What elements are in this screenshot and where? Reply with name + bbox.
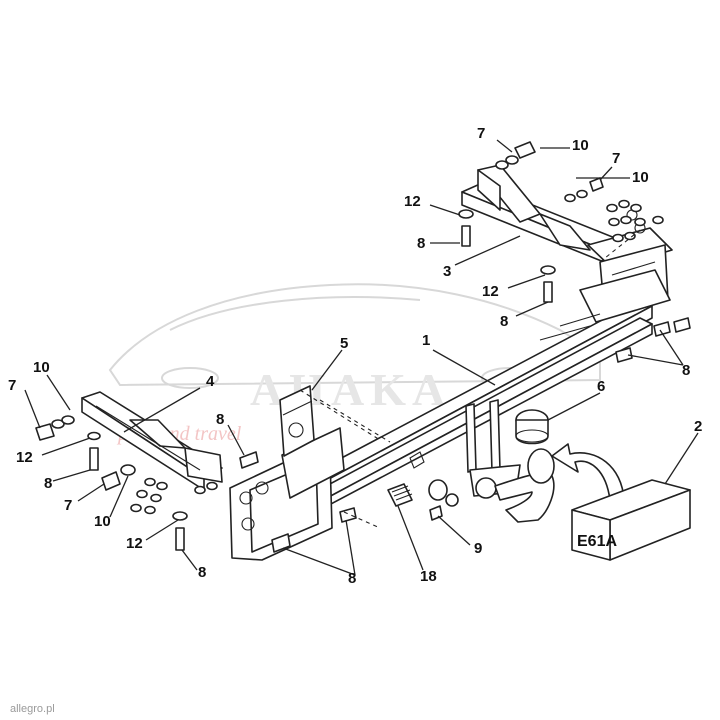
electrical-socket-parts — [387, 451, 459, 521]
callout-8-right: 8 — [682, 362, 690, 379]
callout-12-left: 12 — [16, 449, 33, 466]
callout-10-lower-left: 10 — [94, 513, 111, 530]
callout-labels: 7 10 7 10 12 8 3 12 8 1 5 4 10 7 8 6 2 8… — [8, 125, 702, 587]
callout-5: 5 — [340, 335, 348, 352]
indicator-arrow — [551, 443, 625, 501]
nut-cluster-right — [606, 199, 664, 243]
left-mounting-bracket — [81, 391, 223, 491]
assembly-guides — [299, 229, 641, 529]
callout-8-upper: 8 — [417, 235, 425, 252]
left-end-plate — [229, 427, 345, 561]
callout-7-lower-left: 7 — [64, 497, 72, 514]
callout-4: 4 — [206, 373, 215, 390]
footer-watermark: allegro.pl — [10, 703, 55, 715]
callout-2: 2 — [694, 418, 702, 435]
callout-10-top: 10 — [572, 137, 589, 154]
callout-8-bottom: 8 — [348, 570, 356, 587]
callout-8-center: 8 — [216, 411, 224, 428]
frame-bolts — [239, 317, 691, 553]
callout-1: 1 — [422, 332, 430, 349]
callout-10-left: 10 — [33, 359, 50, 376]
callout-12-lower-left: 12 — [126, 535, 143, 552]
main-crossbar — [299, 269, 671, 515]
callout-7-top-right: 7 — [612, 150, 620, 167]
leader-lines — [24, 139, 699, 576]
callout-18: 18 — [420, 568, 437, 585]
top-bolt-set — [458, 141, 664, 303]
callout-12-mid: 12 — [482, 283, 499, 300]
box-label: E61A — [577, 533, 617, 550]
part-box: E61A — [571, 479, 691, 561]
small-bracket — [279, 385, 315, 457]
nut-cluster-left — [130, 477, 218, 515]
callout-8-lower-left: 8 — [198, 564, 206, 581]
callout-6: 6 — [597, 378, 605, 395]
callout-7-left: 7 — [8, 377, 16, 394]
callout-3: 3 — [443, 263, 451, 280]
callout-8-left: 8 — [44, 475, 52, 492]
callout-10-top-right: 10 — [632, 169, 649, 186]
callout-9: 9 — [474, 540, 482, 557]
left-bolt-set — [35, 415, 218, 551]
callout-8-mid: 8 — [500, 313, 508, 330]
callout-7-top: 7 — [477, 125, 485, 142]
callout-12-upper: 12 — [404, 193, 421, 210]
tow-ball-assembly — [465, 399, 555, 523]
